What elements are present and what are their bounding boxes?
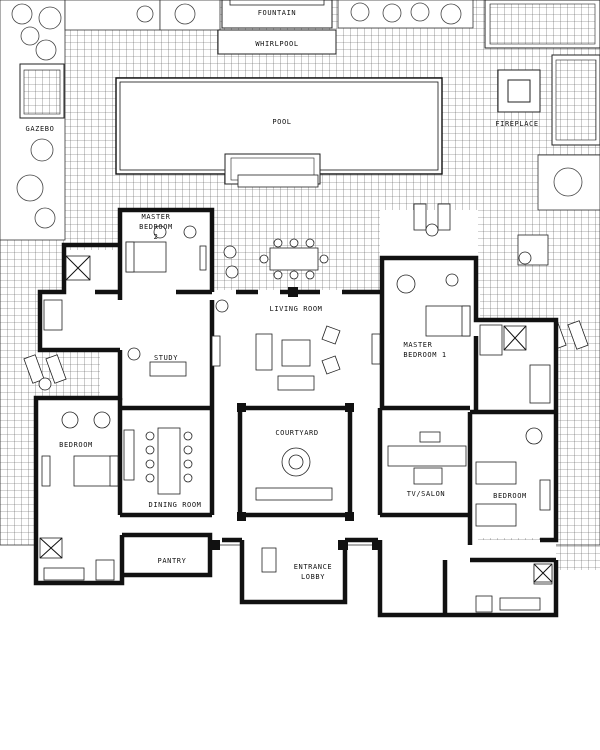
label-dining-room: DINING ROOM bbox=[149, 501, 202, 509]
label-fountain: FOUNTAIN bbox=[258, 9, 297, 17]
label-master-bedroom-2-line3: 2 bbox=[154, 233, 159, 241]
tree-icons bbox=[11, 2, 583, 229]
outdoor-furniture bbox=[23, 203, 589, 391]
label-courtyard: COURTYARD bbox=[275, 429, 318, 437]
label-whirlpool: WHIRLPOOL bbox=[255, 40, 298, 48]
gazebo bbox=[19, 63, 65, 119]
pergolas bbox=[484, 0, 600, 146]
label-bedroom-east: BEDROOM bbox=[493, 492, 527, 500]
label-living-room: LIVING ROOM bbox=[270, 305, 323, 313]
fountain bbox=[221, 0, 333, 29]
label-master-bedroom-1-line2: BEDROOM 1 bbox=[403, 351, 446, 359]
label-fireplace: FIREPLACE bbox=[495, 120, 538, 128]
label-study: STUDY bbox=[154, 354, 178, 362]
label-entrance-lobby-line1: ENTRANCE bbox=[294, 563, 333, 571]
garden-areas bbox=[0, 0, 600, 241]
whirlpool bbox=[217, 29, 337, 55]
walls bbox=[33, 207, 559, 618]
label-bedroom-west: BEDROOM bbox=[59, 441, 93, 449]
label-master-bedroom-2-line1: MASTER bbox=[142, 213, 171, 221]
label-entrance-lobby-line2: LOBBY bbox=[301, 573, 325, 581]
fireplace bbox=[497, 69, 541, 113]
interior-furniture bbox=[39, 225, 553, 613]
label-master-bedroom-2-line2: BEDROOM bbox=[139, 223, 173, 231]
pool bbox=[115, 77, 443, 188]
columns bbox=[210, 287, 382, 550]
label-pool: POOL bbox=[272, 118, 291, 126]
label-tv-salon: TV/SALON bbox=[407, 490, 446, 498]
label-pantry: PANTRY bbox=[158, 557, 187, 565]
label-master-bedroom-1-line1: MASTER bbox=[404, 341, 433, 349]
room-labels: FOUNTAIN WHIRLPOOL POOL GAZEBO FIREPLACE… bbox=[26, 9, 539, 581]
label-gazebo: GAZEBO bbox=[26, 125, 55, 133]
